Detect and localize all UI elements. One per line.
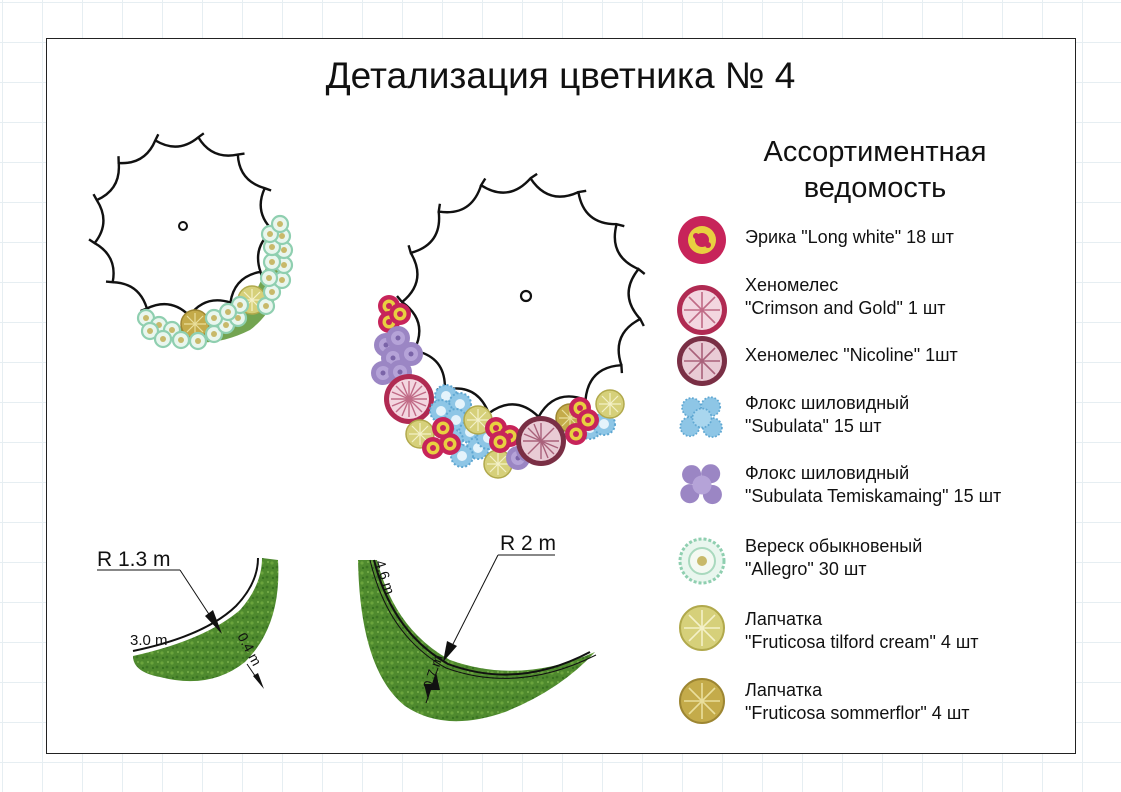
right-bed-edge-line-outer xyxy=(369,559,597,679)
potentilla-sommerflor-icon xyxy=(679,678,725,724)
left-bed-edge-line xyxy=(132,557,259,652)
right-bed-edge-line xyxy=(373,559,591,676)
left-bed-shape xyxy=(133,558,279,682)
chaenomeles-nicoline-icon xyxy=(677,336,727,386)
right-tree-canopy xyxy=(396,172,646,424)
left-plants xyxy=(136,214,294,351)
left-bed-plan xyxy=(88,132,294,351)
legend-label: Хеномелес "Nicoline" 1шт xyxy=(745,345,958,365)
heather-allegro-icon xyxy=(678,537,726,585)
left-bed-profile: R 1.3 m 3.0 m 0.4 m xyxy=(97,548,279,689)
legend-label: Флокс шиловидный xyxy=(745,463,910,483)
legend-label: Лапчатка xyxy=(745,680,823,700)
phlox-subulata-icon xyxy=(679,396,723,438)
right-bed-shape xyxy=(358,560,595,722)
legend-label: Флокс шиловидный xyxy=(745,393,910,413)
right-tree-trunk xyxy=(519,289,533,303)
left-tree-trunk xyxy=(178,221,188,231)
page-title: Детализация цветника № 4 xyxy=(325,55,796,96)
legend-label: "Crimson and Gold" 1 шт xyxy=(745,298,946,318)
right-plants xyxy=(371,295,625,479)
legend-label: Лапчатка xyxy=(745,609,823,629)
legend-label: Вереск обыкновеный xyxy=(745,536,923,556)
left-tree-canopy xyxy=(88,132,279,322)
legend-label: "Subulata" 15 шт xyxy=(745,416,882,436)
legend-heading: Ассортиментная ведомость xyxy=(730,134,1020,206)
right-bed-profile: R 2 m 4.6 m 0.7 m xyxy=(358,532,597,722)
legend-heading-line2: ведомость xyxy=(803,172,947,204)
left-radius-label: R 1.3 m xyxy=(97,548,171,571)
legend-heading-line1: Ассортиментная xyxy=(763,136,987,168)
legend-label: Хеномелес xyxy=(745,275,839,295)
erica-icon xyxy=(678,216,726,264)
legend-label: Эрика "Long white" 18 шт xyxy=(745,227,954,247)
phlox-temiskaming-icon xyxy=(680,464,722,505)
left-length-label: 3.0 m xyxy=(130,632,168,649)
legend-label: "Fruticosa sommerflor" 4 шт xyxy=(745,703,970,723)
legend-label: "Subulata Temiskamaing" 15 шт xyxy=(745,486,1002,506)
legend-label: "Allegro" 30 шт xyxy=(745,559,867,579)
right-bed-plan xyxy=(371,172,646,479)
right-radius-label: R 2 m xyxy=(500,532,556,555)
legend-label: "Fruticosa tilford cream" 4 шт xyxy=(745,632,979,652)
chaenomeles-crimson-icon xyxy=(677,285,727,335)
potentilla-tilford-icon xyxy=(679,605,725,651)
